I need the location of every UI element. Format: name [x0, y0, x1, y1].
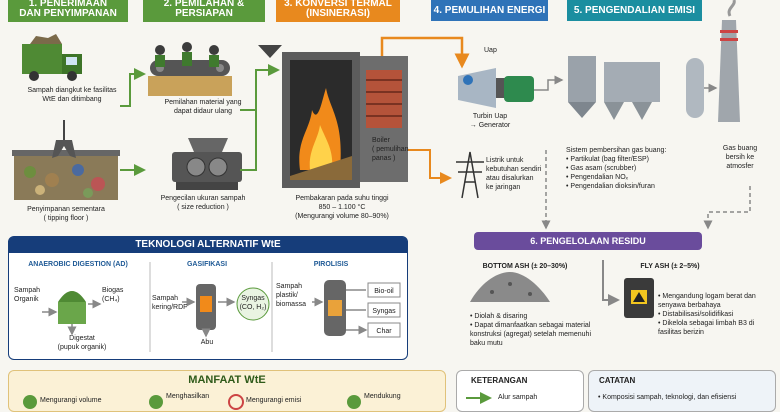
- gasification-ash: Abu: [200, 339, 214, 346]
- ad-title: ANAEROBIC DIGESTION (AD): [28, 261, 128, 268]
- benefit-item: Menghasilkan: [166, 393, 210, 400]
- residue-panel: 6. PENGELOLAAN RESIDU: [474, 232, 702, 250]
- header-stage-3: 3. KONVERSI TERMAL(INSINERASI): [276, 0, 400, 22]
- gas-cleaning-list: Sistem pembersihan gas buang: • Partikul…: [566, 147, 667, 190]
- fly-ash-list: • Mengandung logam berat dan senyawa ber…: [658, 293, 756, 336]
- notes-title: CATATAN: [599, 376, 636, 385]
- steam-label: Uap: [484, 47, 497, 54]
- pyrolysis-reactor-icon: [324, 280, 346, 336]
- gasification-syngas: Syngas(CO, H₂): [239, 295, 267, 311]
- legend-title: KETERANGAN: [471, 376, 528, 385]
- benefit-item: Mendukung: [364, 393, 401, 400]
- fly-ash-drum-icon: [624, 278, 654, 318]
- pit-caption: Penyimpanan sementara( tipping floor ): [27, 206, 105, 222]
- bottom-ash-list: • Diolah & disaring • Dapat dimanfaatkan…: [470, 313, 592, 347]
- support-icon: [347, 395, 361, 409]
- alternative-tech-diagrams: [42, 262, 401, 352]
- garbage-truck-icon: [22, 34, 82, 81]
- turbine-caption: Turbin Uap→ Generator: [469, 113, 511, 129]
- pyrolysis-output: Bio-oil: [374, 288, 394, 295]
- boiler-icon: [360, 56, 408, 182]
- gas-cleaning-equipment-icon: [568, 56, 704, 120]
- legend-panel: KETERANGAN: [456, 370, 584, 412]
- chimney-stack-icon: [718, 0, 740, 122]
- gasifier-icon: [196, 284, 216, 330]
- transmission-tower-icon: [456, 151, 484, 199]
- digester-icon: [58, 291, 86, 324]
- benefit-item: Mengurangi volume: [40, 397, 102, 404]
- pyrolysis-output: Char: [376, 328, 392, 335]
- energy-icon: [149, 395, 163, 409]
- fly-ash-title: FLY ASH (± 2–5%): [640, 263, 700, 270]
- tipping-floor-pit-icon: [12, 120, 120, 200]
- ad-digestate: Digestat(pupuk organik): [57, 335, 107, 351]
- pyrolysis-output: Syngas: [372, 308, 396, 315]
- shredder-icon: [172, 138, 242, 190]
- alternative-tech-title: TEKNOLOGI ALTERNATIF WtE: [9, 237, 407, 253]
- bottom-ash-pile-icon: [470, 272, 550, 302]
- legend-green-arrow: [466, 392, 492, 404]
- ad-biogas: Biogas(CH₄): [102, 287, 124, 303]
- legend-item: Alur sampah: [498, 394, 538, 401]
- incinerator-furnace-icon: [258, 45, 360, 188]
- volume-icon: [23, 395, 37, 409]
- header-stage-5: 5. PENGENDALIAN EMISI: [567, 0, 702, 21]
- header-stage-2: 2. PEMILAHAN &PERSIAPAN: [143, 0, 265, 22]
- notes-item: • Komposisi sampah, teknologi, dan efisi…: [598, 394, 737, 401]
- benefit-item: Mengurangi emisi: [246, 397, 302, 404]
- gasification-title: GASIFIKASI: [186, 261, 228, 268]
- bottom-ash-title: BOTTOM ASH (± 20–30%): [482, 263, 568, 270]
- header-stage-4: 4. PEMULIHAN ENERGI: [431, 0, 548, 21]
- sorting-conveyor-icon: [148, 42, 232, 96]
- shred-caption: Pengecilan ukuran sampah( size reduction…: [160, 195, 246, 211]
- steam-turbine-icon: [458, 68, 534, 108]
- pyrolysis-title: PIROLISIS: [313, 261, 349, 268]
- notes-panel: CATATAN: [588, 370, 776, 412]
- benefits-title: MANFAAT WtE: [188, 374, 266, 386]
